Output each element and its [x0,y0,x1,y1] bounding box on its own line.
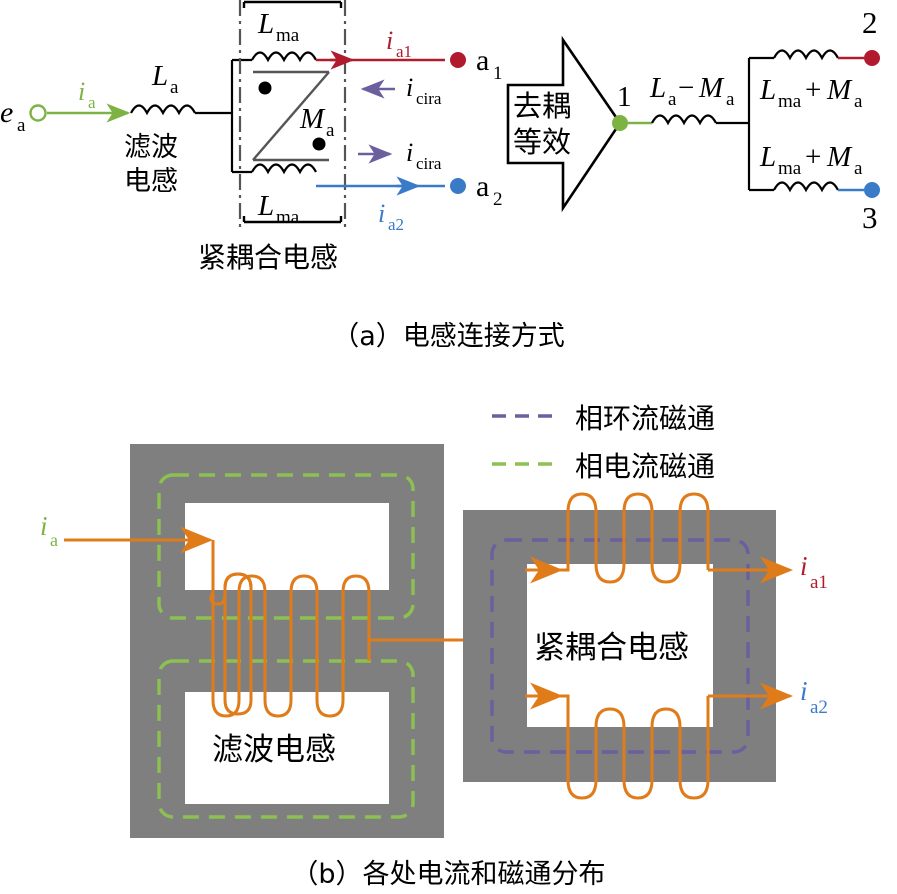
node-a2-dot [450,178,466,194]
panel-a: e a i a L a 滤波 电感 L ma L ma [0,0,880,274]
coupled-box-bottom-bracket [242,216,343,224]
node-1-label: 1 [617,81,632,113]
mutual-inductance-sub: a [326,120,335,141]
node-1-dot [612,115,628,131]
eq-top-operator: + [805,74,821,106]
source-voltage-sub: a [17,115,26,136]
filter-inductor-name-line1: 滤波 [124,132,178,163]
filter-inductor-symbol: L [151,60,168,92]
eq-bottom-inductor-coil [773,181,839,193]
node-a1-label-sub: 1 [493,63,503,84]
node-3-label: 3 [862,200,878,235]
right-core-lower-winding [540,696,790,800]
flux-loop-lower-green [157,659,415,819]
series-inductor-sub: a [668,89,677,110]
legend-label-phase-current-flux: 相电流磁通 [575,450,715,483]
coupled-bottom-winding [251,163,317,175]
output-current-a1-label-b: i [800,551,808,581]
left-core-winding-serpentine [211,540,371,718]
node-a2-label: a [476,170,489,203]
flux-loop-circulating-purple [490,538,750,754]
coupled-bottom-symbol-sub: ma [276,207,300,228]
filter-inductor-coil [130,104,196,116]
node-a2-label-sub: 2 [493,189,503,210]
circulating-current-bottom-label: i [406,138,413,167]
coupled-inductor-box-label: 紧耦合电感 [198,241,338,274]
mutual-coupling-diagonal [252,71,330,161]
coupled-top-symbol-sub: ma [276,25,300,46]
eq-top-symbol2: M [826,74,853,106]
decoupling-arrow-text-line1: 去耦 [513,89,571,123]
series-inductor-symbol: L [649,72,666,104]
left-core-label: 滤波电感 [212,732,336,768]
eq-top-symbol: L [759,74,776,106]
decoupling-arrow-text-line2: 等效 [513,125,571,159]
mutual-inductance-symbol: M [299,103,326,135]
polarity-dot-bottom [312,137,326,151]
eq-bottom-symbol: L [759,141,776,173]
filter-inductor-name-line2: 电感 [124,166,178,197]
right-core-upper-winding [540,492,790,582]
current-a1-label: i [386,26,393,55]
circulating-current-top-sub: cira [416,89,442,108]
eq-top-inductor-coil [773,49,839,61]
series-inductor-coil [651,114,717,126]
node-a1-dot [450,52,466,68]
source-terminal-node [29,104,47,122]
input-current-label-b: i [40,511,48,541]
caption-panel-b: （b）各处电流和磁通分布 [291,859,606,890]
legend: 相环流磁通 相电流磁通 [492,402,715,483]
eq-bottom-symbol2-sub: a [854,158,863,179]
caption-panel-a: （a）电感连接方式 [332,321,565,352]
current-a2-label: i [378,199,385,228]
input-current-sub-b: a [50,530,58,550]
eq-bottom-operator: + [805,141,821,173]
decoupling-equivalence-arrow [506,35,622,213]
node-3-dot [864,182,880,198]
eq-bottom-symbol-sub: ma [778,158,802,179]
coupled-top-symbol: L [257,8,274,40]
coupled-top-winding [251,51,317,63]
coupled-box-top-bracket [242,0,343,8]
output-current-a1-sub-b: a1 [810,572,828,593]
input-current-sub: a [88,93,96,112]
current-a1-label-sub: a1 [396,42,412,61]
input-current-label: i [78,77,85,106]
circulating-current-bottom-sub: cira [416,154,442,173]
eq-top-symbol2-sub: a [854,91,863,112]
series-inductor-sub2: a [726,89,735,110]
panel-b: 相环流磁通 相电流磁通 滤波电感 i a [40,402,828,838]
inter-core-connection-wire [367,638,470,661]
series-inductor-operator: − [678,72,694,104]
eq-bottom-symbol2: M [826,141,853,173]
flux-loop-upper-green [157,473,415,620]
right-core-label: 紧耦合电感 [534,630,689,666]
node-a1-label: a [476,44,489,77]
left-core-input-current: i a [40,511,213,554]
circulating-current-top-label: i [406,73,413,102]
output-current-a2-sub-b: a2 [810,697,828,718]
polarity-dot-top [258,81,272,95]
right-core-coupled-inductor: 紧耦合电感 [463,510,776,782]
filter-inductor-symbol-sub: a [170,77,179,98]
node-2-label: 2 [862,5,878,40]
current-a2-label-sub: a2 [388,215,404,234]
series-inductor-symbol2: M [698,72,725,104]
output-current-a2-label-b: i [800,676,808,706]
legend-label-circulating-flux: 相环流磁通 [575,402,715,435]
eq-top-symbol-sub: ma [778,91,802,112]
node-2-dot [864,50,880,66]
source-voltage-label: e [0,96,13,129]
coupled-bottom-symbol: L [257,190,274,222]
